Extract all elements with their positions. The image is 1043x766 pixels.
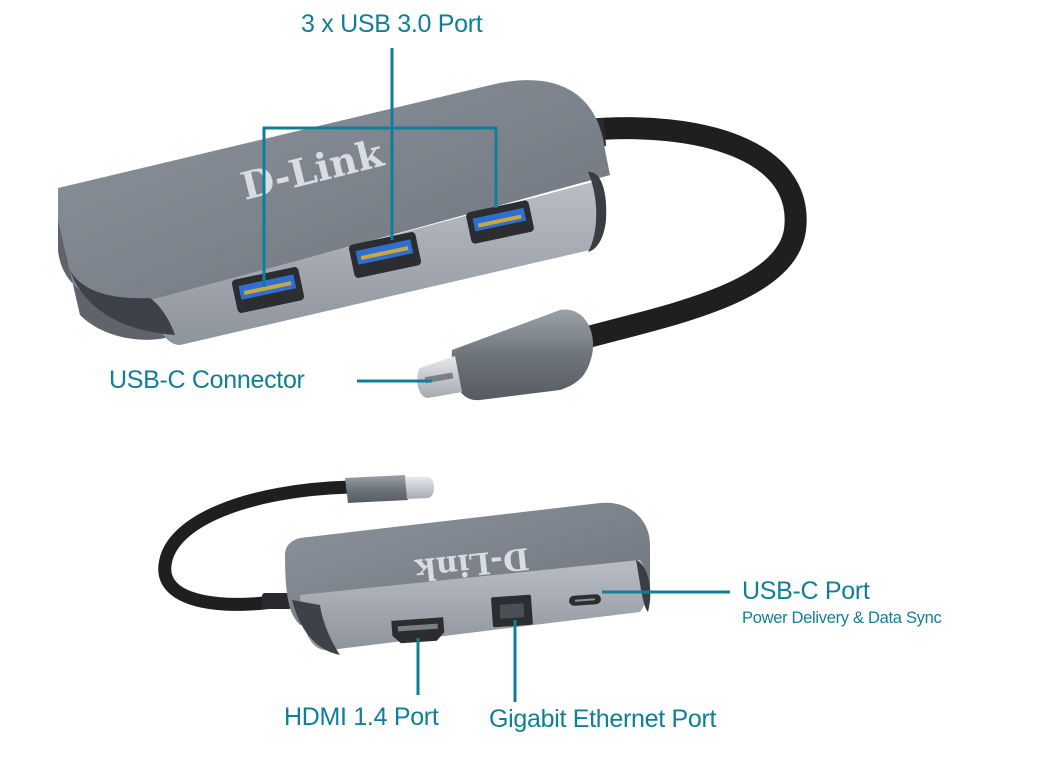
hub-top-view: D-Link [58, 48, 807, 401]
label-usbc-port: USB-C Port [742, 577, 870, 605]
hub-cable-bottom [158, 480, 357, 611]
hub-endcap-left [70, 270, 175, 335]
usbc-port [569, 594, 601, 606]
label-usbc-connector: USB-C Connector [109, 366, 305, 394]
hdmi-port [391, 617, 445, 644]
label-hdmi-port: HDMI 1.4 Port [284, 703, 439, 731]
label-usbc-port-sub: Power Delivery & Data Sync [742, 609, 942, 627]
label-usb3-ports: 3 x USB 3.0 Port [301, 10, 483, 38]
label-ethernet-port: Gigabit Ethernet Port [489, 705, 717, 733]
hub-front-panel-bottom [300, 560, 648, 651]
usbc-plug-top [417, 309, 594, 401]
cable-relief-bottom [262, 593, 292, 609]
hub-cable-top [549, 117, 807, 356]
usb3-callout-lines [262, 48, 498, 287]
hub-endcap-left-bottom [292, 600, 340, 655]
hub-endcap-right [588, 171, 607, 252]
usb3-port-1 [231, 267, 305, 313]
ethernet-port [491, 594, 533, 628]
usbc-plug-bottom [345, 475, 434, 503]
hub-bottom-view: D-Link [158, 475, 730, 702]
usb3-port-3 [466, 200, 534, 244]
hub-body-top [58, 80, 610, 304]
hub-endcap-right-bottom [636, 560, 651, 612]
usb3-port-2 [348, 232, 422, 278]
